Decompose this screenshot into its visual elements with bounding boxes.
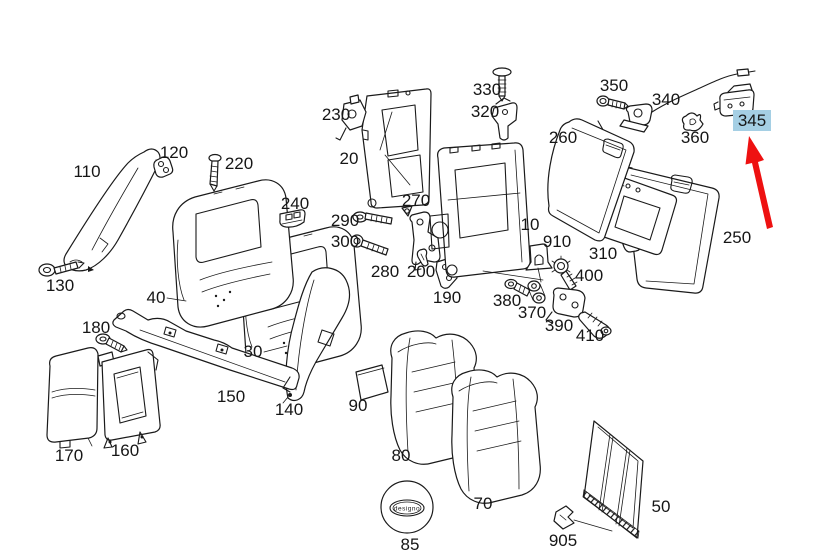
part-910-strap-drawing bbox=[525, 243, 553, 283]
part-220-screw-drawing bbox=[208, 153, 222, 192]
part-label-140[interactable]: 140 bbox=[275, 400, 303, 419]
part-label-120[interactable]: 120 bbox=[160, 143, 188, 162]
part-label-90[interactable]: 90 bbox=[349, 396, 368, 415]
part-label-360[interactable]: 360 bbox=[681, 128, 709, 147]
part-260-panel-drawing bbox=[547, 118, 635, 242]
part-label-250[interactable]: 250 bbox=[723, 228, 751, 247]
part-label-10[interactable]: 10 bbox=[521, 215, 540, 234]
label-layer: 110 120 130 220 230 20 240 290 300 270 2… bbox=[46, 76, 771, 552]
part-140-bolster-drawing bbox=[282, 267, 351, 404]
part-200-clip-drawing bbox=[416, 248, 429, 267]
part-270-screw-drawing bbox=[401, 205, 413, 217]
pointer-arrow bbox=[745, 136, 773, 229]
part-label-260[interactable]: 260 bbox=[549, 128, 577, 147]
part-label-200[interactable]: 200 bbox=[407, 262, 435, 281]
part-40-seatback-drawing bbox=[172, 179, 294, 328]
part-label-905[interactable]: 905 bbox=[549, 531, 577, 550]
part-label-170[interactable]: 170 bbox=[55, 446, 83, 465]
part-label-345-highlight bbox=[733, 110, 771, 131]
part-390-bracket-drawing bbox=[545, 287, 586, 324]
part-380-bolt-drawing bbox=[504, 278, 531, 297]
part-340-latch-cable-drawing bbox=[619, 68, 756, 133]
part-label-345[interactable]: 345 bbox=[738, 111, 766, 130]
part-360-spring-clip-drawing bbox=[681, 112, 704, 132]
part-label-50[interactable]: 50 bbox=[652, 497, 671, 516]
part-label-320[interactable]: 320 bbox=[471, 102, 499, 121]
part-label-370[interactable]: 370 bbox=[518, 303, 546, 322]
part-label-150[interactable]: 150 bbox=[217, 387, 245, 406]
part-905-clip-drawing bbox=[553, 505, 613, 532]
part-label-400[interactable]: 400 bbox=[575, 266, 603, 285]
part-370-hinge-drawing bbox=[527, 280, 546, 304]
part-170-armrest-drawing bbox=[46, 347, 99, 449]
part-290-bolt-drawing bbox=[352, 211, 393, 225]
part-350-screw-drawing bbox=[596, 95, 629, 110]
leader-lines bbox=[166, 297, 288, 353]
part-180-screw-drawing bbox=[95, 333, 128, 353]
part-50-hatch-panel-drawing bbox=[582, 420, 644, 539]
part-70-cushion-drawing bbox=[451, 369, 541, 504]
part-10-frame-drawing bbox=[429, 142, 544, 281]
part-label-410[interactable]: 410 bbox=[576, 326, 604, 345]
part-label-330[interactable]: 330 bbox=[473, 80, 501, 99]
part-85-designo-badge-drawing: designo bbox=[380, 480, 434, 534]
part-label-350[interactable]: 350 bbox=[600, 76, 628, 95]
part-label-240[interactable]: 240 bbox=[281, 194, 309, 213]
part-label-290[interactable]: 290 bbox=[331, 211, 359, 230]
part-130-screw-drawing bbox=[38, 261, 94, 277]
part-330-screw-drawing bbox=[492, 67, 512, 102]
part-label-270[interactable]: 270 bbox=[402, 191, 430, 210]
part-320-bracket-drawing bbox=[491, 97, 518, 141]
part-20-frame-drawing bbox=[361, 88, 432, 209]
part-400-bolt-drawing bbox=[551, 255, 578, 291]
part-label-280[interactable]: 280 bbox=[371, 262, 399, 281]
designo-badge-text: designo bbox=[394, 506, 420, 513]
part-label-30[interactable]: 30 bbox=[244, 342, 263, 361]
part-345-lock-drawing bbox=[713, 83, 755, 117]
part-150-crossbar-drawing bbox=[112, 308, 300, 393]
part-410-pin-drawing bbox=[578, 311, 612, 339]
part-label-80[interactable]: 80 bbox=[392, 446, 411, 465]
part-300-bolt-drawing bbox=[350, 234, 389, 256]
part-label-130[interactable]: 130 bbox=[46, 276, 74, 295]
part-120-clip-drawing bbox=[153, 156, 174, 178]
part-label-190[interactable]: 190 bbox=[433, 288, 461, 307]
part-230-latch-drawing bbox=[335, 94, 367, 141]
part-label-310[interactable]: 310 bbox=[589, 244, 617, 263]
part-label-390[interactable]: 390 bbox=[545, 316, 573, 335]
part-label-85[interactable]: 85 bbox=[401, 535, 420, 552]
part-240-bracket-drawing bbox=[279, 209, 306, 228]
part-label-340[interactable]: 340 bbox=[652, 90, 680, 109]
part-label-300[interactable]: 300 bbox=[331, 232, 359, 251]
part-label-20[interactable]: 20 bbox=[340, 149, 359, 168]
part-label-110[interactable]: 110 bbox=[73, 162, 100, 181]
part-90-pad-drawing bbox=[355, 364, 389, 401]
part-110-side-bolster-drawing bbox=[63, 148, 164, 272]
part-label-70[interactable]: 70 bbox=[474, 494, 493, 513]
part-label-230[interactable]: 230 bbox=[322, 105, 350, 124]
part-label-180[interactable]: 180 bbox=[82, 318, 110, 337]
part-label-220[interactable]: 220 bbox=[225, 154, 253, 173]
part-label-40[interactable]: 40 bbox=[147, 288, 166, 307]
part-label-380[interactable]: 380 bbox=[493, 291, 521, 310]
part-label-160[interactable]: 160 bbox=[111, 441, 139, 460]
part-160-armrest-frame-drawing bbox=[97, 348, 161, 449]
part-label-910[interactable]: 910 bbox=[543, 232, 571, 251]
